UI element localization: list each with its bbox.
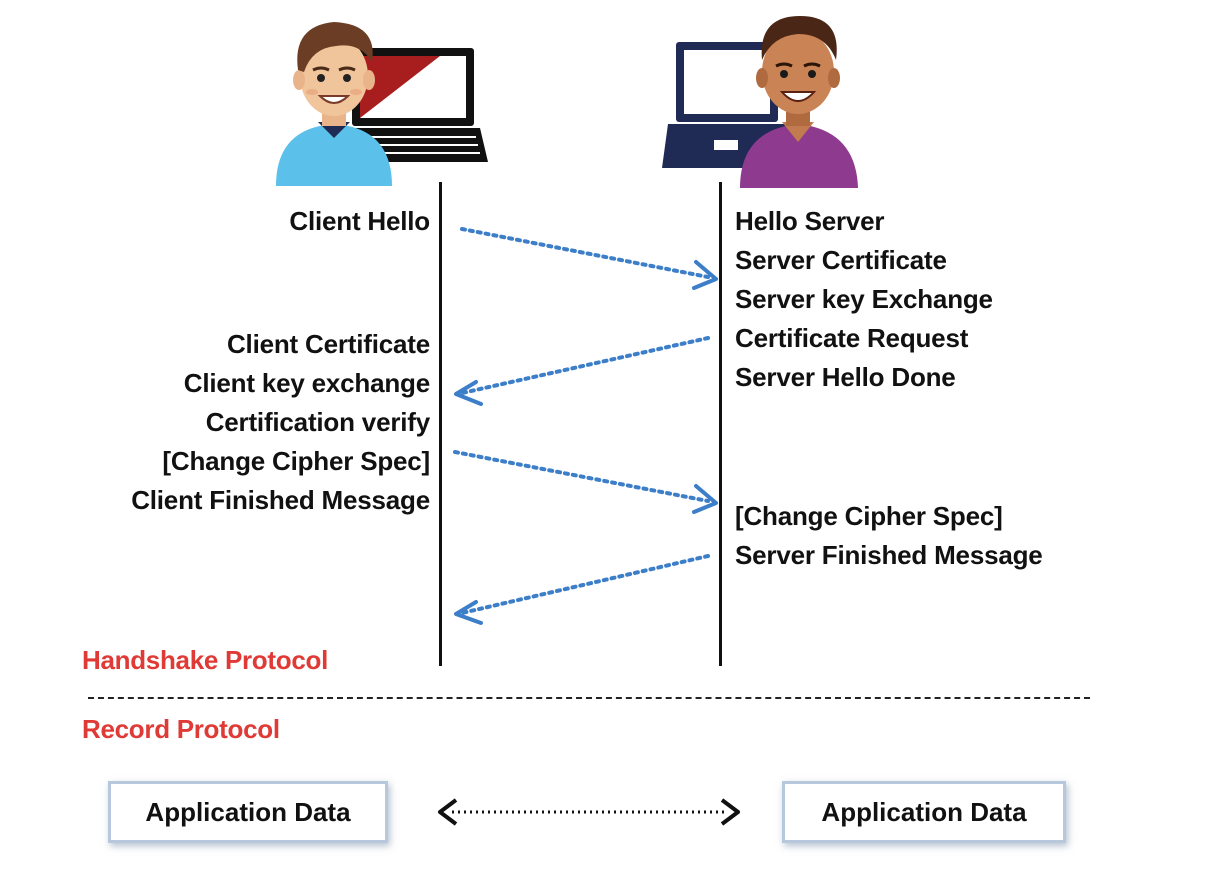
server-lifeline bbox=[719, 182, 722, 666]
app-data-left-box: Application Data bbox=[108, 781, 388, 843]
client-finished-arrow bbox=[453, 450, 710, 503]
server-change-cipher-spec-label: [Change Cipher Spec] bbox=[735, 501, 1003, 531]
client-message-group: Client Certificate Client key exchange C… bbox=[131, 325, 430, 520]
server-reply-arrow bbox=[460, 336, 710, 395]
client-change-cipher-spec-label: [Change Cipher Spec] bbox=[162, 446, 430, 476]
client-key-exchange-label: Client key exchange bbox=[183, 368, 430, 398]
server-key-exchange-label: Server key Exchange bbox=[735, 284, 993, 314]
hello-server-label: Hello Server bbox=[735, 206, 885, 236]
record-protocol-label: Record Protocol bbox=[82, 714, 280, 744]
server-certificate-label: Server Certificate bbox=[735, 245, 947, 275]
protocol-divider bbox=[88, 697, 1090, 699]
server-hello-done-label: Server Hello Done bbox=[735, 362, 956, 392]
certificate-request-label: Certificate Request bbox=[735, 323, 969, 353]
arrowhead-4 bbox=[454, 600, 483, 625]
handshake-protocol-label: Handshake Protocol bbox=[82, 645, 328, 675]
certification-verify-label: Certification verify bbox=[205, 407, 430, 437]
app-data-right-label: Application Data bbox=[821, 796, 1027, 827]
client-hello-label: Client Hello bbox=[289, 206, 430, 236]
arrowhead-1 bbox=[692, 260, 718, 290]
arrowhead-3 bbox=[692, 484, 718, 514]
client-hello-arrow bbox=[460, 227, 710, 279]
app-data-right-box: Application Data bbox=[782, 781, 1066, 843]
app-data-left-label: Application Data bbox=[145, 796, 351, 827]
client-certificate-label: Client Certificate bbox=[226, 329, 430, 359]
client-finished-message-label: Client Finished Message bbox=[131, 485, 430, 515]
server-finished-message-label: Server Finished Message bbox=[735, 540, 1043, 570]
server-finished-arrow bbox=[460, 554, 710, 615]
client-lifeline bbox=[439, 182, 442, 666]
server-message-group-2: [Change Cipher Spec] Server Finished Mes… bbox=[735, 497, 1043, 575]
server-message-group-1: Hello Server Server Certificate Server k… bbox=[735, 202, 993, 397]
arrowhead-2 bbox=[454, 380, 483, 406]
